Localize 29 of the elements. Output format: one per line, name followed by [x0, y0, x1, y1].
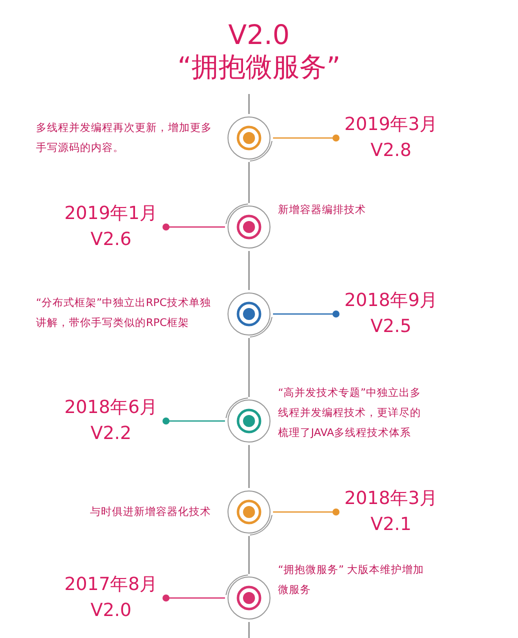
timeline-line — [248, 338, 250, 397]
description-text: “高并发技术专题”中独立出多线程并发编程技术，更详尽的梳理了JAVA多线程技术体系 — [278, 386, 422, 441]
description-text: “分布式框架”中独立出RPC技术单独讲解，带你手写类似的RPC框架 — [36, 296, 212, 331]
connector-line — [273, 134, 340, 142]
target-circle-icon — [226, 574, 270, 620]
target-circle-icon — [226, 398, 270, 442]
target-circle-icon — [228, 490, 272, 536]
description-text: 与时俱进新增容器化技术 — [90, 505, 212, 520]
timeline-line — [248, 536, 250, 574]
description-text: 新增容器编排技术 — [278, 203, 367, 218]
target-circle-icon — [226, 204, 270, 248]
timeline-line — [248, 251, 250, 290]
connector-line — [162, 224, 225, 230]
connector-line — [162, 594, 225, 602]
connector-line — [273, 508, 340, 516]
timeline-line — [248, 445, 250, 488]
date-version-label: 2017年8月 V2.0 — [56, 572, 166, 624]
date-version-label: 2018年6月 V2.2 — [56, 395, 166, 447]
description-text: “拥抱微服务” 大版本维护增加微服务 — [278, 563, 426, 598]
date-version-label: 2018年3月 V2.1 — [336, 486, 446, 538]
connector-line — [162, 418, 225, 424]
date-version-label: 2019年3月 V2.8 — [336, 112, 446, 164]
target-circle-icon — [228, 116, 272, 162]
date-version-label: 2018年9月 V2.5 — [336, 288, 446, 340]
date-version-label: 2019年1月 V2.6 — [56, 201, 166, 253]
connector-line — [273, 310, 340, 318]
timeline-line — [248, 162, 250, 203]
description-text: 多线程并发编程再次更新，增加更多手写源码的内容。 — [36, 121, 213, 156]
target-circle-icon — [228, 292, 272, 338]
